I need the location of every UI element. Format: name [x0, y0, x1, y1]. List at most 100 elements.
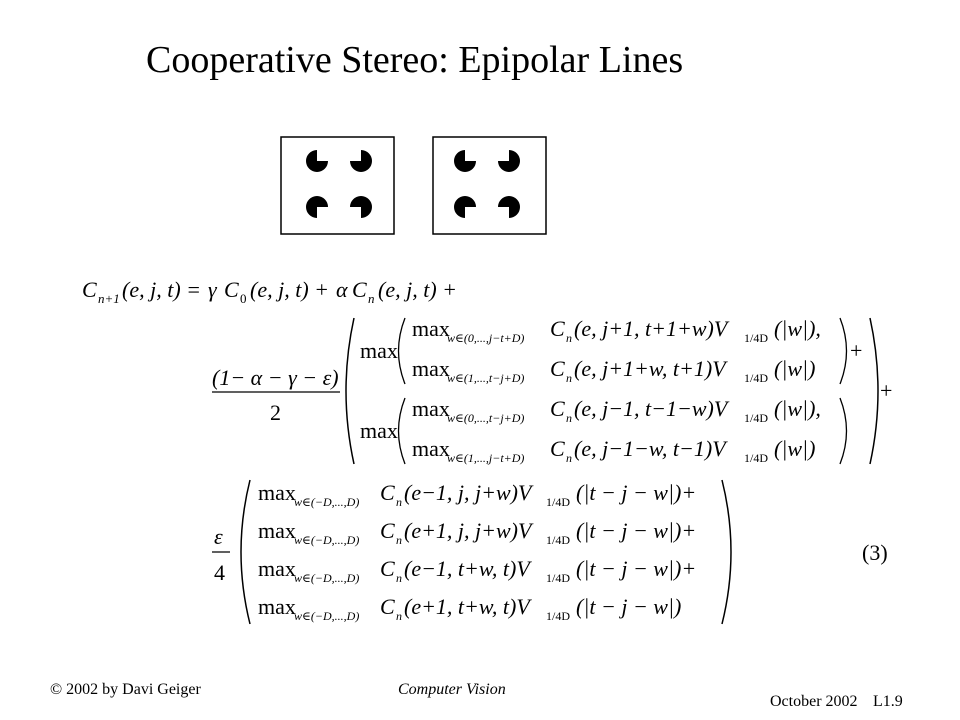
- stereo-left-image: [280, 136, 395, 235]
- svg-text:(|t − j − w|)+: (|t − j − w|)+: [576, 556, 696, 581]
- svg-text:(|t − j − w|)+: (|t − j − w|)+: [576, 518, 696, 543]
- svg-text:C: C: [550, 396, 565, 421]
- pacman-shape: [350, 150, 372, 172]
- svg-text:max: max: [258, 518, 296, 543]
- svg-text:C: C: [380, 556, 395, 581]
- pacman-shape: [454, 150, 476, 172]
- pacman-shape: [350, 196, 372, 218]
- svg-text:n: n: [368, 291, 375, 306]
- svg-text:n: n: [566, 451, 572, 465]
- svg-text:n: n: [566, 331, 572, 345]
- svg-text:C: C: [224, 277, 239, 302]
- block3-row: max w∈(−D,...,D) C n (e+1, t+w, t)V 1/4D…: [258, 594, 681, 623]
- footer-copyright: © 2002 by Davi Geiger: [50, 681, 201, 698]
- svg-text:(e, j, t) =: (e, j, t) =: [122, 277, 201, 302]
- svg-text:(|t − j − w|)+: (|t − j − w|)+: [576, 480, 696, 505]
- svg-text:ε: ε: [214, 524, 223, 549]
- svg-text:1/4D: 1/4D: [744, 371, 768, 385]
- svg-text:(|w|),: (|w|),: [774, 396, 821, 421]
- svg-text:C: C: [550, 316, 565, 341]
- svg-text:2: 2: [270, 400, 281, 425]
- svg-text:γ: γ: [208, 277, 218, 302]
- outer-right-paren: [869, 317, 879, 465]
- svg-text:(e, j−1, t−1−w)V: (e, j−1, t−1−w)V: [574, 396, 730, 421]
- equation-number: (3): [862, 540, 888, 565]
- slide-title: Cooperative Stereo: Epipolar Lines: [146, 39, 684, 81]
- svg-text:(e+1, j, j+w)V: (e+1, j, j+w)V: [404, 518, 534, 543]
- svg-text:n: n: [396, 533, 402, 547]
- svg-text:(1− α − γ − ε): (1− α − γ − ε): [212, 365, 339, 390]
- svg-text:(|w|): (|w|): [774, 356, 815, 381]
- pacman-shape: [498, 150, 520, 172]
- max-block-3: max w∈(−D,...,D) C n (e−1, j, j+w)V 1/4D…: [258, 480, 696, 623]
- svg-text:C: C: [352, 277, 367, 302]
- svg-text:w∈(−D,...,D): w∈(−D,...,D): [294, 495, 359, 509]
- svg-text:w∈(1,...,t−j+D): w∈(1,...,t−j+D): [447, 371, 524, 385]
- block3-left-paren: [240, 479, 251, 625]
- svg-text:1/4D: 1/4D: [546, 495, 570, 509]
- svg-text:w∈(−D,...,D): w∈(−D,...,D): [294, 571, 359, 585]
- svg-text:(e−1, j, j+w)V: (e−1, j, j+w)V: [404, 480, 534, 505]
- fraction-epsilon-quarter: ε 4: [212, 524, 230, 585]
- svg-text:1/4D: 1/4D: [546, 609, 570, 623]
- svg-text:max: max: [412, 316, 450, 341]
- svg-text:(e, j, t) +: (e, j, t) +: [378, 277, 457, 302]
- svg-text:max: max: [258, 556, 296, 581]
- svg-text:1/4D: 1/4D: [744, 451, 768, 465]
- svg-text:n: n: [566, 371, 572, 385]
- svg-text:C: C: [550, 436, 565, 461]
- svg-text:w∈(0,...,t−j+D): w∈(0,...,t−j+D): [447, 411, 524, 425]
- max-block-1: max max w∈(0,...,j−t+D) C n (e, j+1, t+1…: [360, 316, 862, 385]
- svg-text:(e, j+1, t+1+w)V: (e, j+1, t+1+w)V: [574, 316, 730, 341]
- svg-text:max: max: [360, 418, 398, 443]
- svg-text:1/4D: 1/4D: [744, 411, 768, 425]
- block3-row: max w∈(−D,...,D) C n (e+1, j, j+w)V 1/4D…: [258, 518, 696, 547]
- svg-text:C: C: [380, 594, 395, 619]
- svg-text:w∈(1,...,j−t+D): w∈(1,...,j−t+D): [447, 451, 524, 465]
- svg-text:1/4D: 1/4D: [546, 533, 570, 547]
- svg-text:n: n: [396, 495, 402, 509]
- svg-text:max: max: [360, 338, 398, 363]
- svg-text:0: 0: [240, 291, 247, 306]
- svg-text:C: C: [550, 356, 565, 381]
- svg-text:max: max: [412, 396, 450, 421]
- svg-text:max: max: [258, 594, 296, 619]
- svg-text:C: C: [380, 480, 395, 505]
- svg-text:w∈(−D,...,D): w∈(−D,...,D): [294, 533, 359, 547]
- svg-text:(e+1, t+w, t)V: (e+1, t+w, t)V: [404, 594, 532, 619]
- svg-text:n: n: [396, 609, 402, 623]
- svg-text:+: +: [850, 338, 862, 363]
- outer-plus: +: [880, 378, 892, 403]
- svg-text:max: max: [412, 356, 450, 381]
- pacman-shape: [306, 150, 328, 172]
- fraction-one-minus: (1− α − γ − ε) 2: [212, 365, 340, 425]
- block3-row: max w∈(−D,...,D) C n (e−1, t+w, t)V 1/4D…: [258, 556, 696, 585]
- footer-page-number: L1.9: [873, 693, 903, 710]
- svg-text:max: max: [412, 436, 450, 461]
- outer-left-paren: [345, 317, 355, 465]
- equation-line-1: C n+1 (e, j, t) = γ C 0 (e, j, t) + α C …: [82, 277, 457, 306]
- svg-text:1/4D: 1/4D: [744, 331, 768, 345]
- svg-text:n: n: [566, 411, 572, 425]
- footer-date: October 2002: [770, 693, 858, 710]
- stereo-right-image: [432, 136, 547, 235]
- svg-text:1/4D: 1/4D: [546, 571, 570, 585]
- svg-text:n+1: n+1: [98, 291, 120, 306]
- svg-text:4: 4: [214, 560, 225, 585]
- svg-text:max: max: [258, 480, 296, 505]
- svg-text:α: α: [336, 277, 348, 302]
- update-equation: C n+1 (e, j, t) = γ C 0 (e, j, t) + α C …: [82, 277, 892, 625]
- stereo-figure: [280, 136, 547, 235]
- svg-text:(e, j−1−w, t−1)V: (e, j−1−w, t−1)V: [574, 436, 728, 461]
- block3-row: max w∈(−D,...,D) C n (e−1, j, j+w)V 1/4D…: [258, 480, 696, 509]
- svg-text:w∈(−D,...,D): w∈(−D,...,D): [294, 609, 359, 623]
- svg-text:(e, j+1+w, t+1)V: (e, j+1+w, t+1)V: [574, 356, 728, 381]
- svg-text:C: C: [380, 518, 395, 543]
- pacman-shape: [306, 196, 328, 218]
- svg-text:(|w|),: (|w|),: [774, 316, 821, 341]
- max-block-2: max max w∈(0,...,t−j+D) C n (e, j−1, t−1…: [360, 396, 848, 465]
- svg-text:w∈(0,...,j−t+D): w∈(0,...,j−t+D): [447, 331, 524, 345]
- svg-text:C: C: [82, 277, 97, 302]
- block3-right-paren: [721, 479, 732, 625]
- footer-course: Computer Vision: [398, 681, 506, 698]
